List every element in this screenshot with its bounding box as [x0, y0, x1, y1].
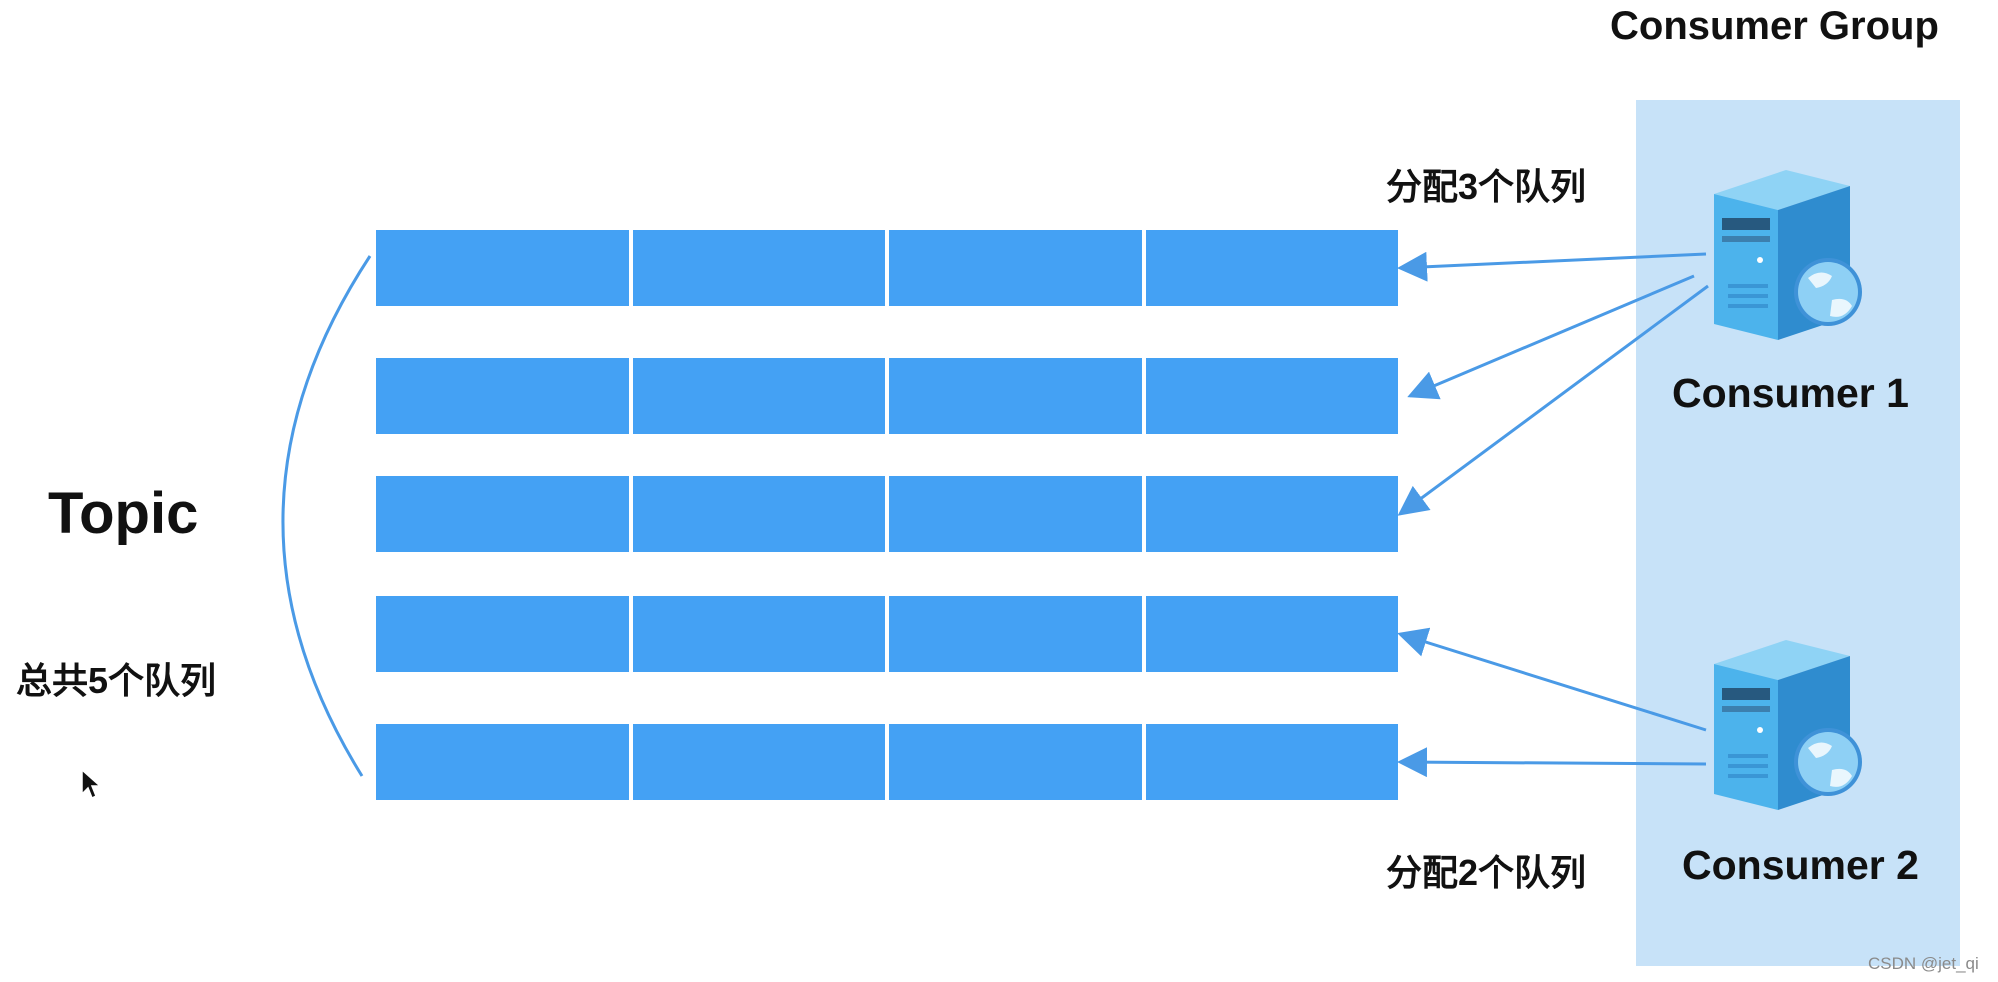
queue-2	[376, 358, 1398, 434]
queue-3	[376, 476, 1398, 552]
queue-cell	[1145, 358, 1398, 434]
consumer-2-name: Consumer 2	[1682, 842, 1919, 888]
queue-cell	[632, 476, 885, 552]
queue-cell	[376, 596, 629, 672]
assignment-arrow	[1397, 747, 1707, 778]
assignment-arrow	[1397, 627, 1707, 732]
server-globe-icon	[1700, 630, 1880, 820]
consumer-1-assignment: 分配3个队列	[1386, 166, 1587, 207]
server-globe-icon	[1700, 160, 1880, 350]
assignment-arrow	[1397, 284, 1709, 516]
consumer-2-assignment: 分配2个队列	[1386, 852, 1587, 893]
queue-cell	[376, 724, 629, 800]
consumer-group-title: Consumer Group	[1610, 4, 1939, 48]
queue-cell	[632, 724, 885, 800]
assignment-arrow	[1407, 274, 1695, 400]
queue-cell	[889, 230, 1142, 306]
queue-cell	[632, 596, 885, 672]
topic-queue-total: 总共5个队列	[16, 660, 217, 701]
queue-cell	[1145, 230, 1398, 306]
queue-cell	[376, 476, 629, 552]
queue-cell	[889, 476, 1142, 552]
consumer-1-name: Consumer 1	[1672, 370, 1909, 416]
topic-bracket	[281, 255, 372, 777]
queue-4	[376, 596, 1398, 672]
queue-cell	[1145, 724, 1398, 800]
queue-1	[376, 230, 1398, 306]
queue-cell	[376, 358, 629, 434]
watermark: CSDN @jet_qi	[1868, 954, 1979, 973]
queue-cell	[376, 230, 629, 306]
queue-5	[376, 724, 1398, 800]
queue-cell	[632, 230, 885, 306]
topic-label: Topic	[48, 481, 199, 546]
queue-cell	[889, 358, 1142, 434]
queue-cell	[889, 724, 1142, 800]
queue-cell	[1145, 476, 1398, 552]
queue-cell	[1145, 596, 1398, 672]
assignment-arrows	[1397, 251, 1709, 778]
mouse-cursor-icon	[81, 768, 102, 800]
queue-cell	[632, 358, 885, 434]
queue-cell	[889, 596, 1142, 672]
assignment-arrow	[1397, 251, 1707, 282]
